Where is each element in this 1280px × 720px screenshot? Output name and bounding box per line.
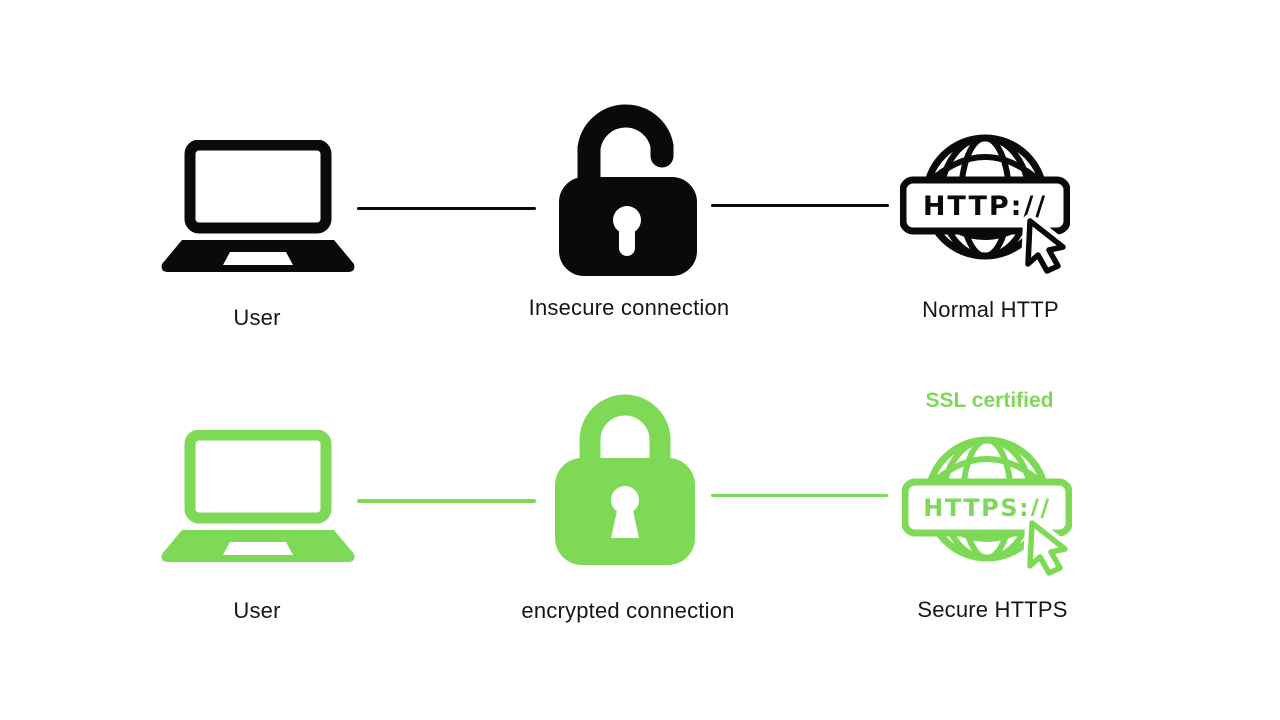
connection-label: Insecure connection — [528, 295, 730, 320]
padlock-shackle-open — [577, 104, 674, 192]
laptop-screen — [184, 430, 332, 524]
connection-label: encrypted connection — [521, 598, 735, 623]
keyhole-stem — [611, 506, 639, 538]
laptop-icon — [160, 140, 356, 274]
cursor-arrow-icon — [1023, 516, 1072, 577]
laptop-icon — [160, 430, 356, 564]
connector-line — [711, 204, 889, 207]
user-label: User — [233, 305, 281, 330]
server-label: Normal HTTP — [922, 297, 1059, 322]
globe-parallel — [927, 456, 1047, 488]
globe-parallel — [925, 154, 1045, 186]
laptop-notch — [223, 542, 293, 555]
globe-https-icon: HTTPS:// — [902, 425, 1072, 577]
open-padlock-icon — [559, 104, 699, 276]
connector-line — [357, 499, 536, 503]
server-label: Secure HTTPS — [917, 597, 1068, 622]
closed-padlock-icon — [554, 388, 696, 566]
cursor-arrow-icon — [1021, 214, 1070, 275]
laptop-screen — [184, 140, 332, 234]
connector-line — [711, 494, 888, 497]
keyhole-stem — [619, 226, 635, 256]
globe-http-icon: HTTP:// — [900, 123, 1070, 275]
user-label: User — [233, 598, 281, 623]
laptop-notch — [223, 252, 293, 265]
ssl-certified-label: SSL certified — [925, 389, 1054, 412]
connector-line — [357, 207, 536, 210]
padlock-shackle-closed — [579, 394, 671, 462]
